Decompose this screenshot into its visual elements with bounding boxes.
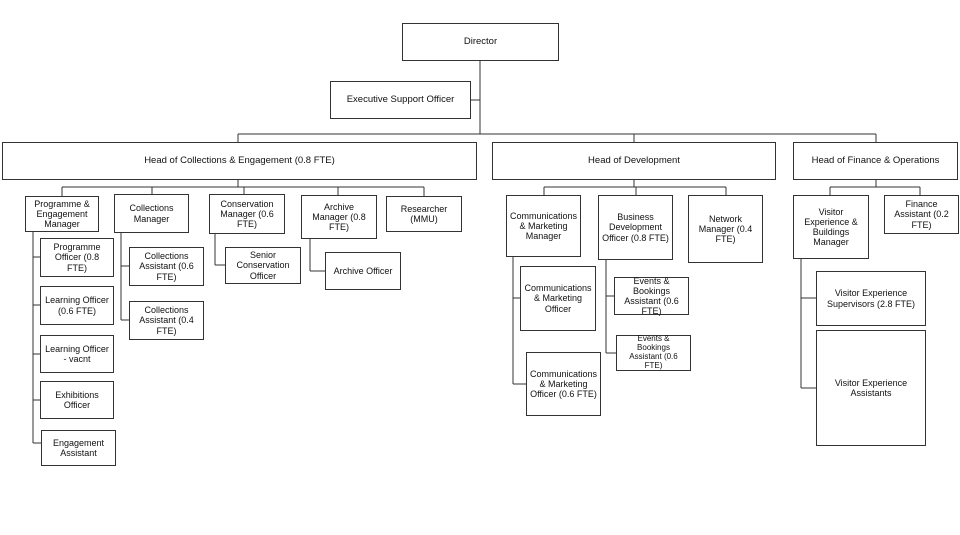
finance-assistant-box: Finance Assistant (0.2 FTE) [884, 195, 959, 234]
events-bookings-assistant-2-box: Events & Bookings Assistant (0.6 FTE) [616, 334, 691, 371]
archive-officer-box: Archive Officer [325, 252, 401, 290]
exhibitions-officer-box: Exhibitions Officer [40, 381, 114, 419]
business-development-officer-box: Business Development Officer (0.8 FTE) [598, 195, 673, 260]
researcher-box: Researcher (MMU) [386, 196, 462, 232]
visitor-experience-supervisors-box: Visitor Experience Supervisors (2.8 FTE) [816, 271, 926, 326]
collections-manager-box: Collections Manager [114, 194, 189, 233]
conservation-manager-box: Conservation Manager (0.6 FTE) [209, 194, 285, 234]
learning-officer-box: Learning Officer (0.6 FTE) [40, 286, 114, 325]
comms-marketing-manager-box: Communications & Marketing Manager [506, 195, 581, 257]
collections-assistant-1-box: Collections Assistant (0.6 FTE) [129, 247, 204, 286]
senior-conservation-officer-box: Senior Conservation Officer [225, 247, 301, 284]
visitor-experience-manager-box: Visitor Experience & Buildings Manager [793, 195, 869, 259]
learning-officer-vacant-box: Learning Officer - vacnt [40, 335, 114, 373]
collections-assistant-2-box: Collections Assistant (0.4 FTE) [129, 301, 204, 340]
head-of-finance-box: Head of Finance & Operations [793, 142, 958, 180]
head-of-collections-box: Head of Collections & Engagement (0.8 FT… [2, 142, 477, 180]
programme-engagement-manager-box: Programme & Engagement Manager [25, 196, 99, 232]
programme-officer-box: Programme Officer (0.8 FTE) [40, 238, 114, 277]
comms-marketing-officer-box: Communications & Marketing Officer [520, 266, 596, 331]
head-of-development-box: Head of Development [492, 142, 776, 180]
executive-support-officer-box: Executive Support Officer [330, 81, 471, 119]
network-manager-box: Network Manager (0.4 FTE) [688, 195, 763, 263]
events-bookings-assistant-1-box: Events & Bookings Assistant (0.6 FTE) [614, 276, 689, 316]
director-box: Director [402, 23, 559, 61]
engagement-assistant-box: Engagement Assistant [41, 430, 116, 466]
visitor-experience-assistants-box: Visitor Experience Assistants [816, 330, 926, 446]
archive-manager-box: Archive Manager (0.8 FTE) [301, 195, 377, 239]
comms-marketing-officer-part-time-box: Communications & Marketing Officer (0.6 … [526, 352, 601, 416]
